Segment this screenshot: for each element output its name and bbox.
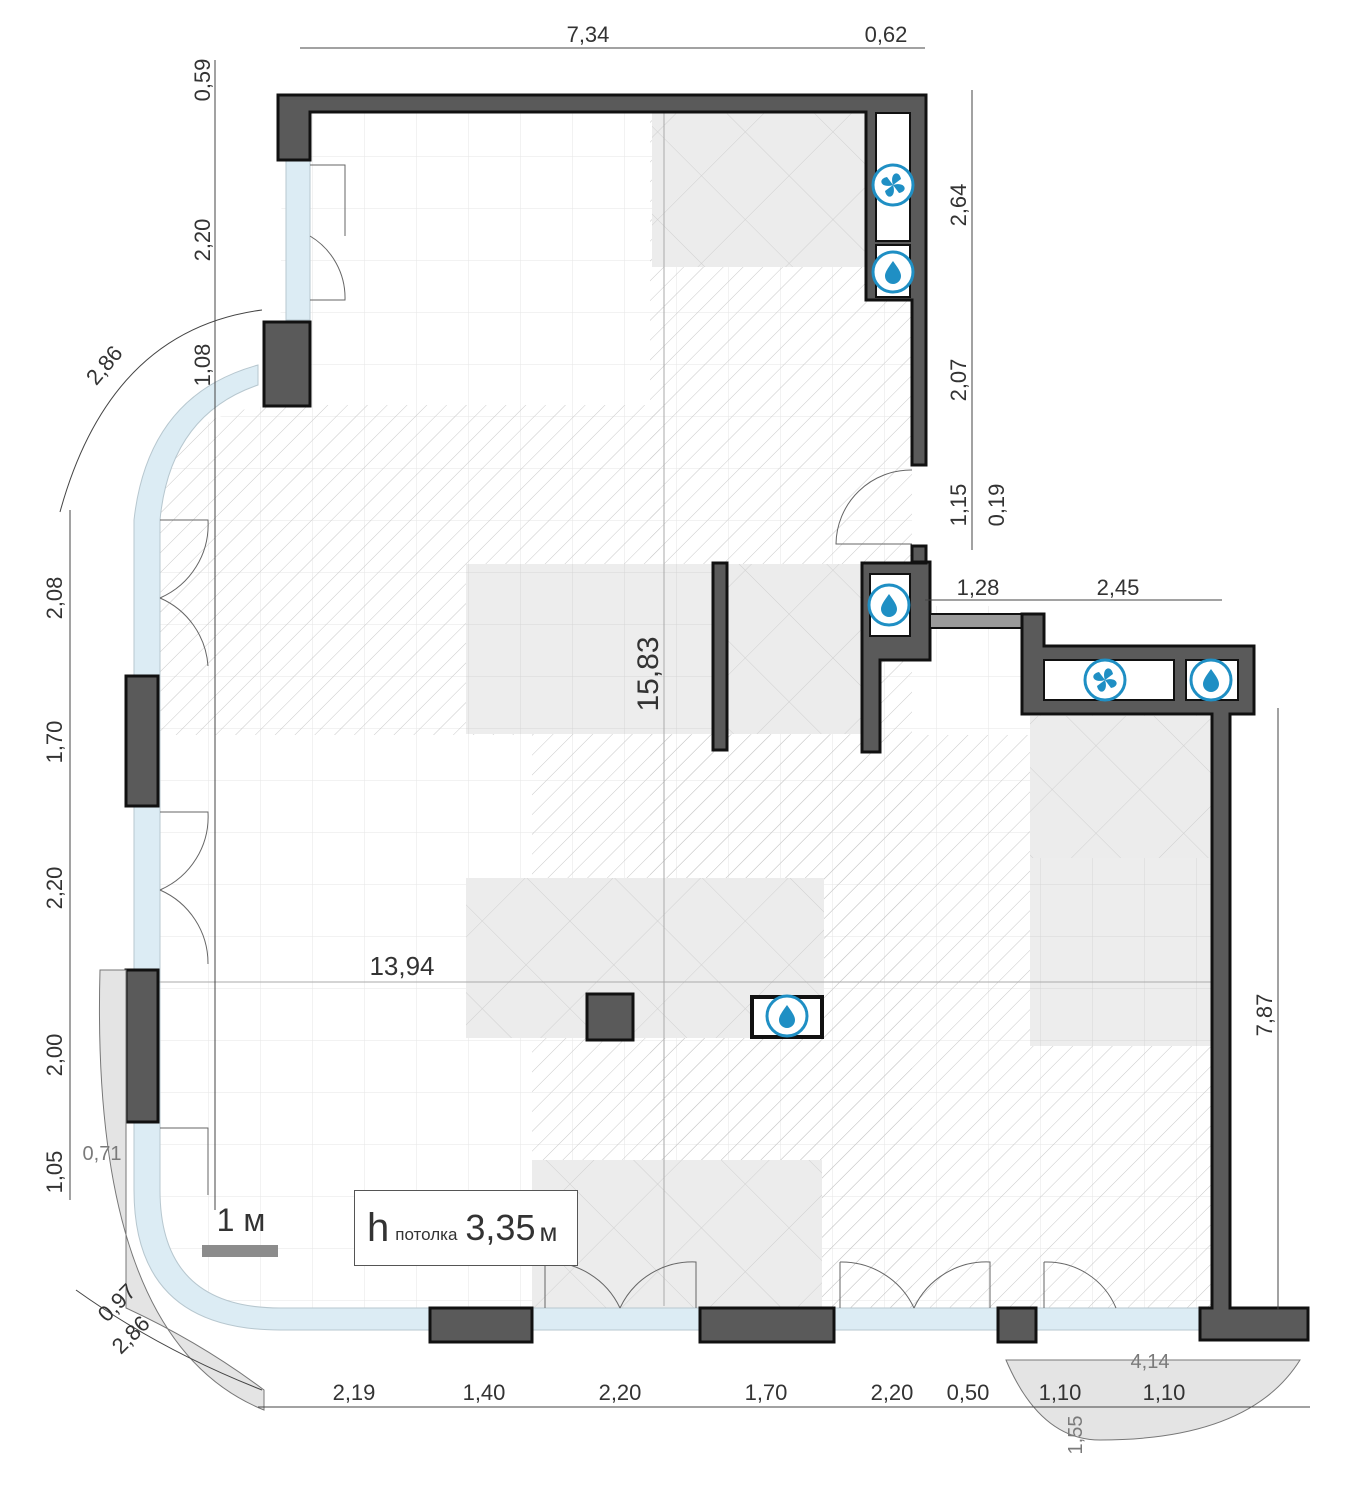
ceiling-height-label: h потолка 3,35 м [354, 1190, 578, 1266]
dim-bottom-7: 1,10 [1039, 1380, 1082, 1405]
water-drop-icon [1189, 658, 1233, 702]
dim-arc-top: 2,86 [81, 341, 128, 390]
scale-bar-line [202, 1245, 278, 1257]
dim-bottom-6: 0,50 [947, 1380, 990, 1405]
dim-left-b: 1,70 [42, 721, 67, 764]
fan-icon [871, 163, 915, 207]
fan-icon [1083, 658, 1127, 702]
dim-top-width: 7,34 [567, 22, 610, 47]
dim-bottom-8: 1,10 [1143, 1380, 1186, 1405]
left-pier-top [262, 320, 312, 408]
dim-left-a: 2,08 [42, 577, 67, 620]
dim-left-e: 1,05 [42, 1151, 67, 1194]
scale-bar: 1 м [202, 1202, 280, 1257]
column [585, 992, 635, 1042]
ceiling-unit: м [539, 1216, 558, 1247]
dim-left-door: 2,20 [190, 219, 215, 262]
water-drop-icon [765, 994, 809, 1038]
balconies [98, 969, 1301, 1441]
dim-right-mid: 2,07 [946, 359, 971, 402]
dim-inner-width: 13,94 [369, 951, 434, 981]
guide-lines [150, 100, 1222, 1306]
dimension-lines [59, 47, 1310, 1408]
ceiling-value: 3,35 [465, 1207, 536, 1248]
bottom-pier-1 [428, 1306, 534, 1344]
bottom-pier-2 [698, 1306, 836, 1344]
top-wall [276, 93, 928, 467]
dim-inner-height: 15,83 [632, 636, 665, 711]
dim-right-low: 7,87 [1252, 994, 1277, 1037]
dim-right-top: 2,64 [946, 184, 971, 227]
dim-right-door: 1,15 [946, 484, 971, 527]
dim-balcony-w: 4,14 [1131, 1351, 1170, 1373]
dim-left-d: 2,00 [42, 1034, 67, 1077]
dim-bottom-4: 1,70 [745, 1380, 788, 1405]
water-drop-icon [871, 250, 915, 294]
dim-bottom-2: 1,40 [463, 1380, 506, 1405]
dim-top-right: 0,62 [865, 22, 908, 47]
ceiling-h-symbol: h [367, 1205, 390, 1250]
dim-balcony-h: 1,55 [1065, 1416, 1087, 1455]
inner-partition [711, 561, 729, 752]
dim-bottom-1: 2,19 [333, 1380, 376, 1405]
dim-left-f: 0,71 [83, 1143, 122, 1165]
dim-ledge-a: 1,28 [957, 575, 1000, 600]
dim-bottom-3: 2,20 [599, 1380, 642, 1405]
bottom-pier-3 [996, 1306, 1038, 1344]
dim-left-c: 2,20 [42, 867, 67, 910]
dim-left-top: 0,59 [190, 59, 215, 102]
ceiling-word: потолка [395, 1225, 458, 1244]
left-pier-low [124, 968, 160, 1124]
doors [159, 164, 1117, 1309]
water-drop-icon [867, 583, 911, 627]
dim-left-pier: 1,08 [190, 344, 215, 387]
scale-label: 1 м [216, 1202, 266, 1238]
dim-bottom-5: 2,20 [871, 1380, 914, 1405]
dim-right-small: 0,19 [984, 484, 1009, 527]
glazing [133, 159, 1201, 1331]
left-pier-mid [124, 674, 160, 808]
dim-ledge-b: 2,45 [1097, 575, 1140, 600]
